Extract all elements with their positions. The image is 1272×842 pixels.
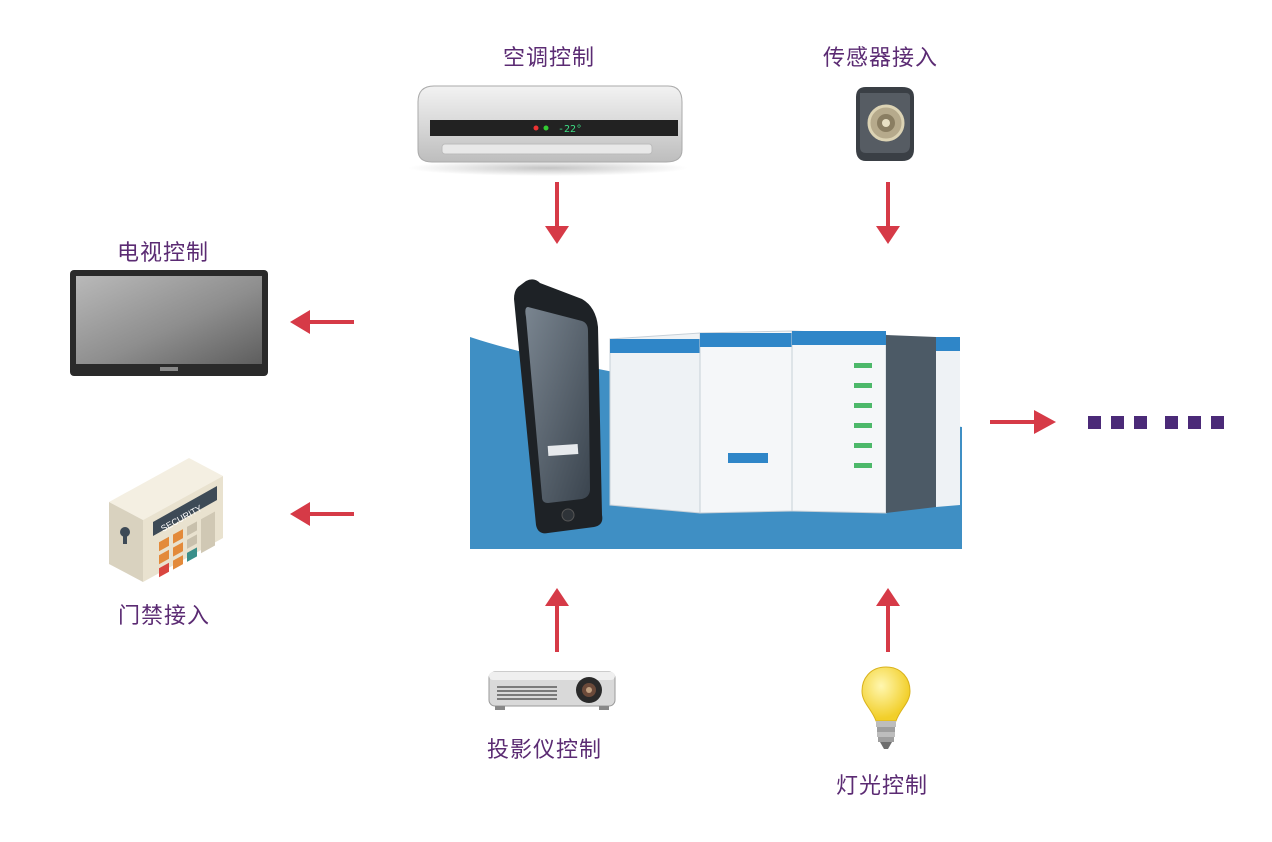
door-access-label: 门禁接入 [118, 604, 211, 629]
dot [1165, 416, 1178, 429]
projector-control-label: 投影仪控制 [487, 738, 603, 763]
dot [1211, 416, 1224, 429]
dot [1111, 416, 1124, 429]
dot [1134, 416, 1147, 429]
arrow-hub-to-door [290, 502, 354, 526]
dot [1088, 416, 1101, 429]
tv-control-label: 电视控制 [117, 241, 210, 266]
security-keypad-icon: SECURITY [109, 458, 223, 582]
arrow-ac-to-hub [545, 182, 569, 244]
ac-display: -22° [558, 124, 582, 135]
air-conditioner-icon: -22° [408, 85, 688, 176]
sensor-access-label: 传感器接入 [823, 46, 939, 71]
lightbulb-icon [861, 666, 911, 749]
arrow-projector-to-hub [545, 588, 569, 652]
more-devices-ellipsis [1088, 416, 1224, 429]
sensor-icon [856, 87, 914, 161]
arrow-sensor-to-hub [876, 182, 900, 244]
app-hub-image [470, 279, 962, 549]
arrow-light-to-hub [876, 588, 900, 652]
arrow-hub-to-more [990, 410, 1056, 434]
ac-control-label: 空调控制 [503, 46, 596, 71]
dot [1188, 416, 1201, 429]
projector-icon [488, 671, 616, 710]
arrow-hub-to-tv [290, 310, 354, 334]
tv-icon [70, 270, 268, 376]
light-control-label: 灯光控制 [836, 774, 929, 799]
